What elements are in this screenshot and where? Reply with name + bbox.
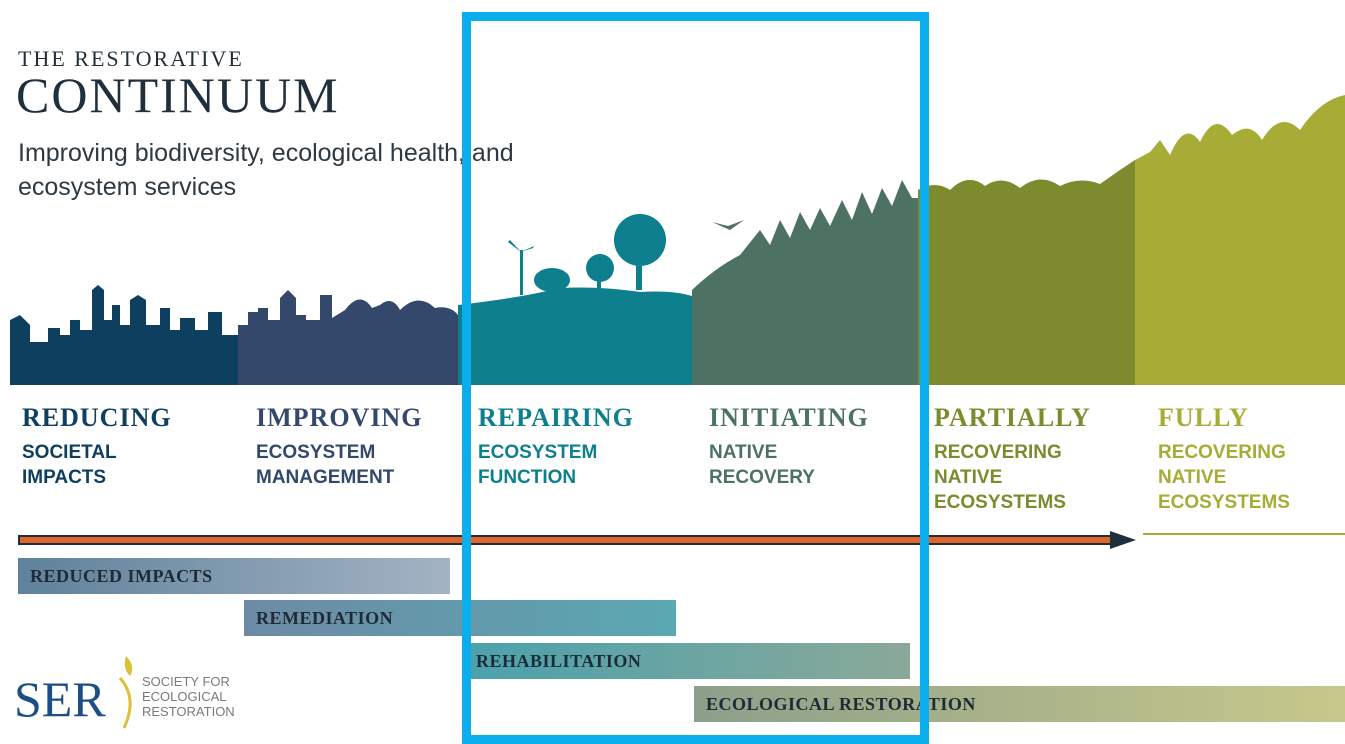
- logo-line3: RESTORATION: [142, 704, 235, 719]
- stage-sub: ECOSYSTEM FUNCTION: [478, 442, 598, 488]
- stage-head: FULLY: [1158, 403, 1249, 432]
- sprout-icon: [124, 656, 133, 676]
- leaf-icon: [118, 676, 132, 729]
- stage-sub: RECOVERING NATIVE ECOSYSTEMS: [934, 442, 1066, 513]
- bird-icon: [712, 220, 744, 230]
- suburb-silhouette: [238, 290, 458, 385]
- stage-initiating: INITIATING NATIVE RECOVERY: [709, 404, 929, 490]
- stage-improving: IMPROVING ECOSYSTEM MANAGEMENT: [256, 404, 476, 490]
- bar-ecological-restoration: ECOLOGICAL RESTORATION: [694, 686, 1345, 722]
- stage-reducing: REDUCING SOCIETAL IMPACTS: [22, 404, 242, 490]
- stage-repairing: REPAIRING ECOSYSTEM FUNCTION: [478, 404, 698, 490]
- highlight-box: [462, 12, 929, 744]
- repairing-landscape-silhouette: [458, 287, 692, 385]
- fully-divider-line: [1143, 533, 1345, 535]
- bar-rehabilitation: REHABILITATION: [464, 643, 910, 679]
- bar-remediation: REMEDIATION: [244, 600, 676, 636]
- stage-fully: FULLY RECOVERING NATIVE ECOSYSTEMS: [1158, 404, 1345, 515]
- bar-label: REHABILITATION: [476, 650, 642, 671]
- stage-head: PARTIALLY: [934, 403, 1091, 432]
- stage-head: REPAIRING: [478, 403, 634, 432]
- stage-sub: SOCIETAL IMPACTS: [22, 442, 117, 488]
- full-recovery-silhouette: [1135, 95, 1345, 385]
- title-kicker: THE RESTORATIVE: [18, 46, 244, 71]
- bar-label: ECOLOGICAL RESTORATION: [706, 693, 976, 714]
- arrow-head-icon: [1110, 531, 1136, 549]
- bar-reduced-impacts: REDUCED IMPACTS: [18, 558, 450, 594]
- continuum-arrow: [18, 531, 1136, 549]
- stage-sub: RECOVERING NATIVE ECOSYSTEMS: [1158, 442, 1290, 513]
- landscape-illustration: [10, 95, 1345, 385]
- stage-sub: NATIVE RECOVERY: [709, 442, 815, 488]
- young-forest-silhouette: [692, 180, 918, 385]
- page-title: CONTINUUM: [16, 67, 340, 123]
- stage-head: INITIATING: [709, 403, 869, 432]
- stage-head: REDUCING: [22, 403, 172, 432]
- logo-mark: SER: [14, 671, 106, 727]
- wind-turbine-icon: [508, 240, 534, 295]
- tree-cluster-icon: [534, 214, 666, 293]
- partial-recovery-silhouette: [918, 160, 1135, 385]
- bar-label: REDUCED IMPACTS: [30, 565, 213, 586]
- bar-label: REMEDIATION: [256, 607, 394, 628]
- city-skyline-silhouette: [10, 285, 238, 385]
- ser-logo: SER SOCIETY FOR ECOLOGICAL RESTORATION: [14, 656, 235, 729]
- stage-head: IMPROVING: [256, 403, 423, 432]
- logo-line1: SOCIETY FOR: [142, 674, 230, 689]
- logo-line2: ECOLOGICAL: [142, 689, 227, 704]
- stage-partially: PARTIALLY RECOVERING NATIVE ECOSYSTEMS: [934, 404, 1154, 515]
- subtitle: Improving biodiversity, ecological healt…: [18, 139, 514, 201]
- stage-sub: ECOSYSTEM MANAGEMENT: [256, 442, 395, 488]
